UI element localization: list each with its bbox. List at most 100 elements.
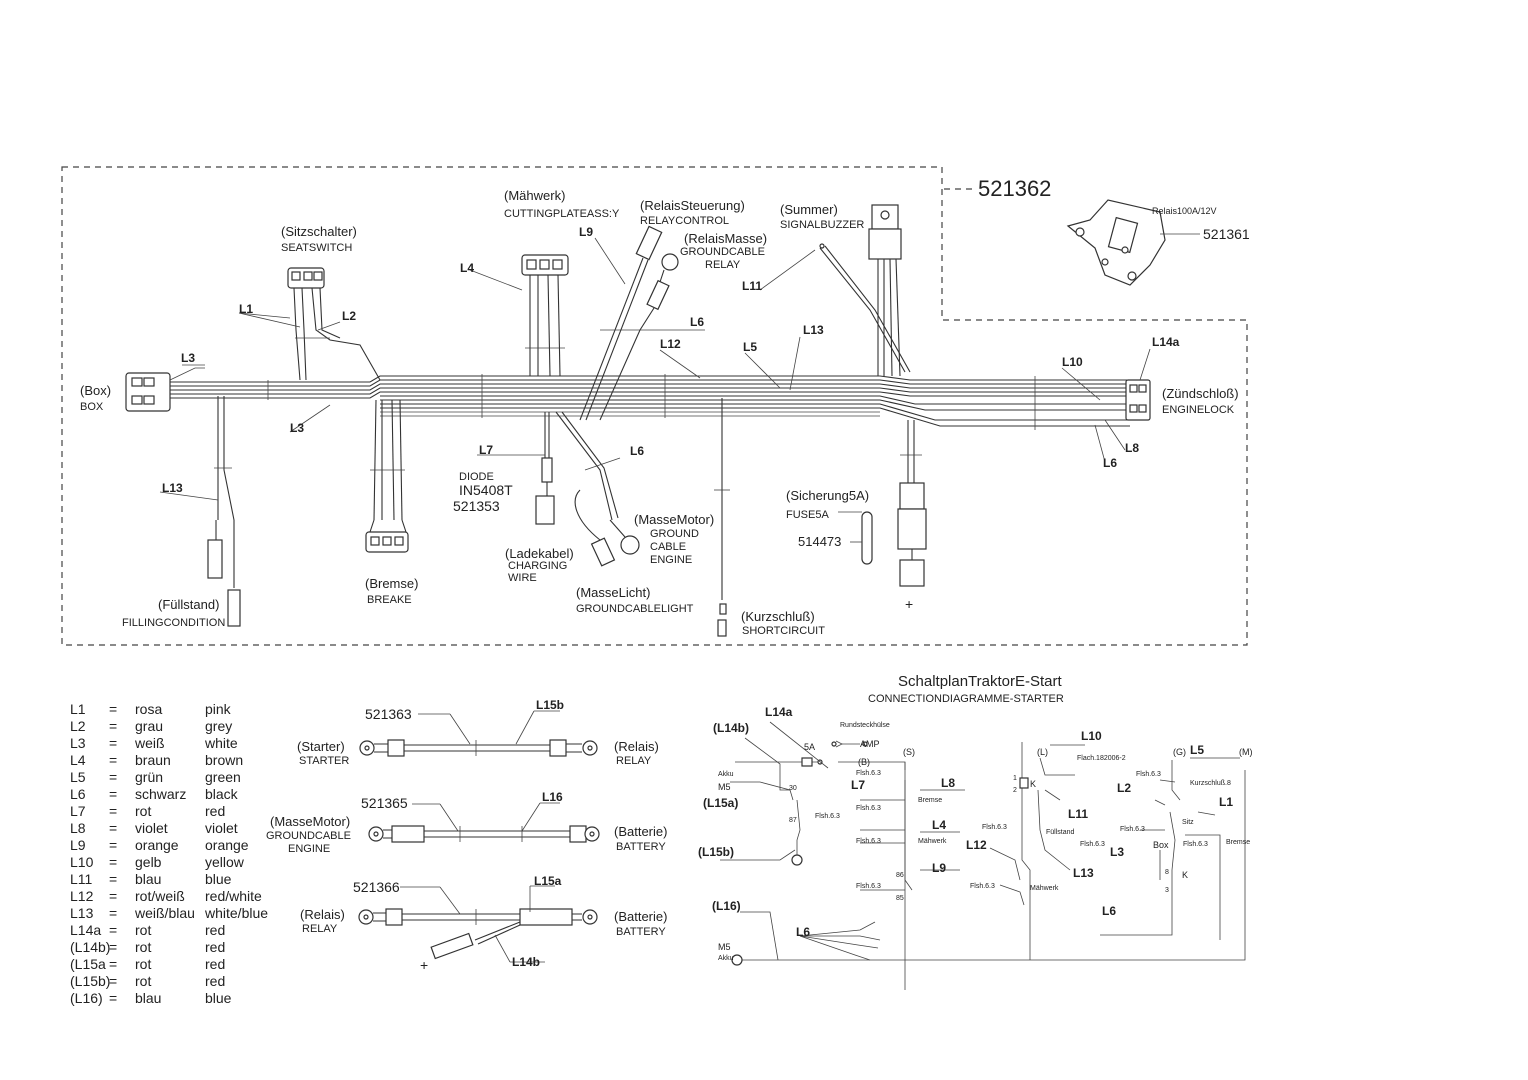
legend-eq: = <box>109 735 117 751</box>
sch-maehwerk1: Mähwerk <box>918 838 947 845</box>
legend-eq: = <box>109 973 117 989</box>
sch-M5a: M5 <box>718 782 731 792</box>
sch-L16: (L16) <box>712 899 741 913</box>
sch-n2: 2 <box>1013 787 1017 794</box>
wire-label-L4: L4 <box>460 261 474 275</box>
legend-eq: = <box>109 922 117 938</box>
sch-n3: 3 <box>1165 887 1169 894</box>
cable3-right-de: (Batterie) <box>614 909 667 924</box>
sch-amp: AMP <box>860 739 880 749</box>
legend-eq: = <box>109 956 117 972</box>
legend-en: blue <box>205 871 232 887</box>
legend-eq: = <box>109 888 117 904</box>
charging-label-en1: CHARGING <box>508 560 567 572</box>
wire-label-L6b: L6 <box>630 444 644 458</box>
sch-fl3: Flsh.6.3 <box>856 805 881 812</box>
cable1-right-en: RELAY <box>616 755 652 767</box>
legend-de: rot <box>135 973 151 989</box>
legend-en: red/white <box>205 888 262 904</box>
cable3-left-en: RELAY <box>302 923 338 935</box>
relay-number: 521361 <box>1203 226 1250 242</box>
relaycontrol-label-en: RELAYCONTROL <box>640 215 729 227</box>
box-connector <box>125 367 205 412</box>
relayground-label-en1: GROUNDCABLE <box>680 246 765 258</box>
filling-label-en: FILLINGCONDITION <box>122 617 225 629</box>
sch-G: (G) <box>1173 747 1186 757</box>
fuse-plus: + <box>905 596 913 612</box>
enginelock-connector <box>1125 379 1151 421</box>
wire-label-L10: L10 <box>1062 355 1083 369</box>
legend-code: L12 <box>70 888 94 904</box>
sch-L6b: L6 <box>1102 904 1116 918</box>
sch-maehwerk2: Mähwerk <box>1030 885 1059 892</box>
seatswitch-label-en: SEATSWITCH <box>281 242 352 254</box>
legend-eq: = <box>109 854 117 870</box>
shortcircuit-label-en: SHORTCIRCUIT <box>742 625 825 637</box>
legend-code: L3 <box>70 735 86 751</box>
cable1-right-de: (Relais) <box>614 739 659 754</box>
legend-en: blue <box>205 990 232 1006</box>
legend-de: rot <box>135 956 151 972</box>
cutting-label: (Mähwerk) <box>504 188 565 203</box>
legend-de: gelb <box>135 854 162 870</box>
schematic-subtitle: CONNECTIONDIAGRAMME-STARTER <box>868 693 1064 705</box>
legend-eq: = <box>109 871 117 887</box>
legend-code: (L15b) <box>70 973 110 989</box>
groundlight-label-en: GROUNDCABLELIGHT <box>576 603 694 615</box>
legend-de: rosa <box>135 701 162 717</box>
wire-label-L7: L7 <box>479 443 493 457</box>
groundmotor-label-en3: ENGINE <box>650 554 692 566</box>
sch-L4: L4 <box>932 818 946 832</box>
sch-fl5: Flsh.6.3 <box>856 883 881 890</box>
wire-label-L3a: L3 <box>181 351 195 365</box>
legend-en: white/blue <box>204 905 268 921</box>
legend-de: weiß <box>134 735 165 751</box>
harness-trunk <box>170 374 1130 430</box>
sch-L15b: (L15b) <box>698 845 734 859</box>
cable2-wire: L16 <box>542 790 563 804</box>
legend-de: orange <box>135 837 179 853</box>
sch-L2: L2 <box>1117 781 1131 795</box>
sch-bremse2: Bremse <box>1226 839 1250 846</box>
cutting-label-en: CUTTINGPLATEASS:Y <box>504 208 620 220</box>
cable2-right-de: (Batterie) <box>614 824 667 839</box>
brake-branch <box>365 399 409 553</box>
box-label: (Box) <box>80 383 111 398</box>
wire-label-L14a: L14a <box>1152 335 1180 349</box>
sch-fuse: 5A <box>804 742 815 752</box>
sch-n85: 85 <box>896 895 904 902</box>
wire-label-L5: L5 <box>743 340 757 354</box>
sch-box: Box <box>1153 840 1169 850</box>
enginelock-label-en: ENGINELOCK <box>1162 404 1235 416</box>
legend-en: black <box>205 786 239 802</box>
legend-en: grey <box>205 718 232 734</box>
legend-eq: = <box>109 905 117 921</box>
schematic-title: SchaltplanTraktorE-Start <box>898 673 1063 690</box>
sch-L14b: (L14b) <box>713 721 749 735</box>
sch-akku1: Akku <box>718 771 734 778</box>
fuse-branch <box>861 420 927 587</box>
fuse-label: (Sicherung5A) <box>786 488 869 503</box>
legend-de: braun <box>135 752 171 768</box>
legend-code: L8 <box>70 820 86 836</box>
legend-de: weiß/blau <box>134 905 195 921</box>
sch-KH1: K <box>1030 779 1036 789</box>
buzzer-wire <box>819 243 911 373</box>
sch-fl1: Flsh.6.3 <box>856 770 881 777</box>
filling-label: (Füllstand) <box>158 597 219 612</box>
sch-L14a: L14a <box>765 705 793 719</box>
legend-en: red <box>205 956 225 972</box>
sch-fl8: Flsh.6.3 <box>1136 771 1161 778</box>
cable2-right-en: BATTERY <box>616 841 666 853</box>
sch-M5b: M5 <box>718 942 731 952</box>
sch-fuellstand: Füllstand <box>1046 829 1075 836</box>
sch-KH2: K <box>1182 870 1188 880</box>
relayground-label-en2: RELAY <box>705 259 741 271</box>
legend-code: (L14b) <box>70 939 110 955</box>
sch-bremse: Bremse <box>918 797 942 804</box>
wire-label-L13a: L13 <box>803 323 824 337</box>
legend-en: brown <box>205 752 243 768</box>
legend-code: L4 <box>70 752 86 768</box>
cable-521363 <box>359 710 598 757</box>
